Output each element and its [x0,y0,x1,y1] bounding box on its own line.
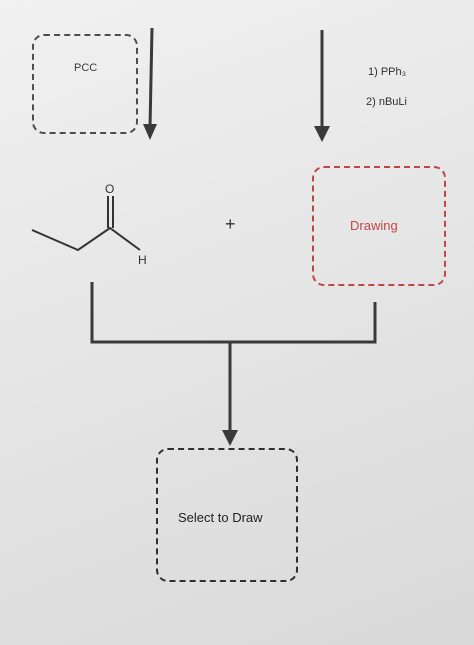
reagent-step-1-label: 1) PPh₃ [368,66,407,78]
reagent-step-2-label: 2) nBuLi [366,96,407,108]
hydrogen-atom-label: H [138,253,147,267]
drawing-box[interactable] [312,166,446,286]
pcc-reagent-box[interactable] [32,34,138,134]
combining-bracket [90,282,377,344]
pcc-reagent-label: PCC [74,62,98,74]
product-arrow-head [222,430,238,446]
left-arrow-shaft [148,27,154,129]
select-to-draw-box[interactable] [156,448,298,582]
plus-sign: + [225,214,236,234]
left-arrow-head [143,124,157,140]
drawing-box-label[interactable]: Drawing [350,218,398,233]
reactant-skeleton [31,226,141,252]
oxygen-atom-label: O [105,182,114,196]
right-arrow-head [314,126,330,142]
select-to-draw-label[interactable]: Select to Draw [178,510,263,525]
